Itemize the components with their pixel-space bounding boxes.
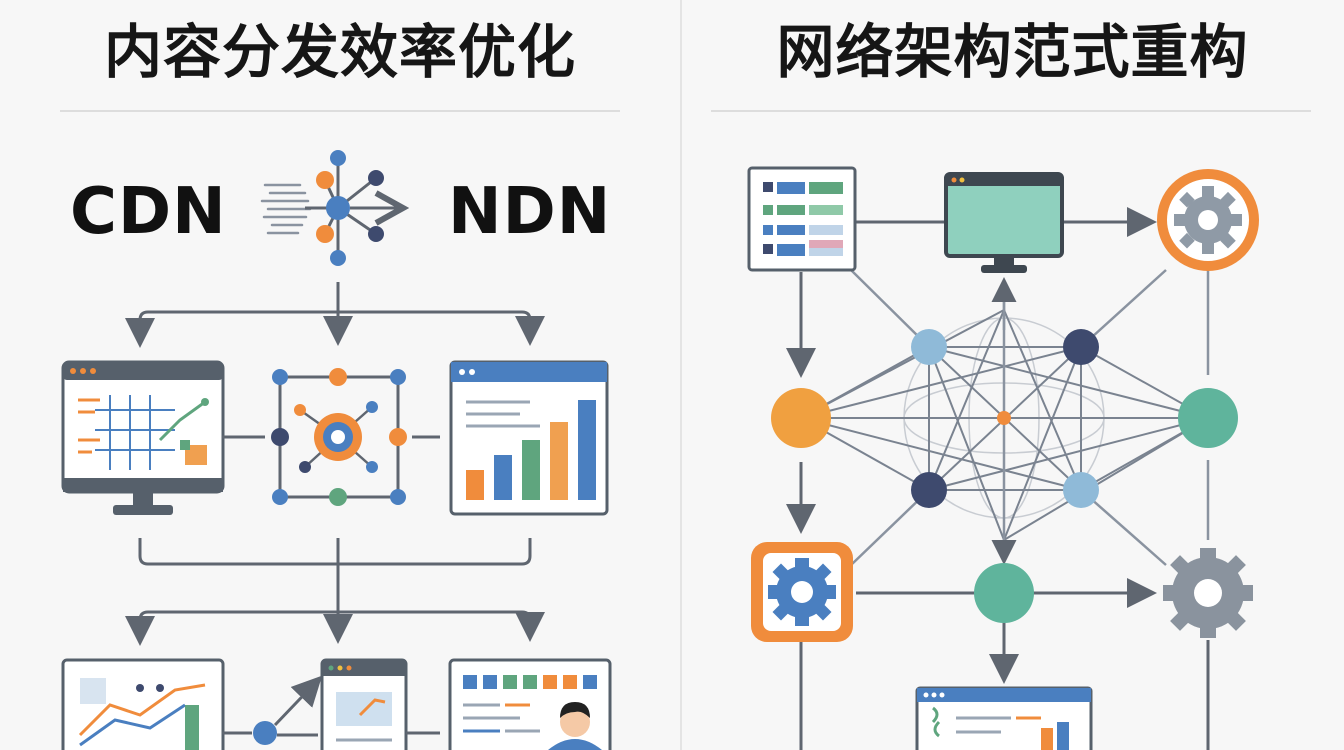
settings-tile-icon	[751, 542, 853, 642]
share-node-window-icon	[222, 658, 440, 750]
right-panel-title: 网络架构范式重构	[776, 18, 1249, 86]
user-dashboard-window-icon	[448, 658, 612, 750]
left-title-rule	[60, 110, 620, 112]
mesh-nodes	[771, 329, 1238, 623]
trend-chart-window-icon	[61, 658, 225, 750]
cdn-label: CDN	[70, 175, 227, 249]
monitor-chart-icon	[61, 360, 225, 515]
right-title-rule	[711, 110, 1311, 112]
user-avatar-icon	[548, 702, 602, 750]
monitor-icon	[944, 172, 1064, 273]
left-diagram	[61, 150, 612, 750]
left-panel-content-distribution: 内容分发效率优化 CDN NDN	[60, 18, 620, 750]
gear-icon	[1163, 548, 1253, 638]
top-branch-arrows	[125, 282, 545, 348]
right-diagram	[747, 166, 1259, 750]
cdn-to-ndn-network-icon	[260, 150, 400, 266]
dashboard-window-icon	[915, 686, 1093, 750]
ndn-label: NDN	[448, 175, 612, 249]
merge-branch-arrows	[125, 538, 545, 646]
spreadsheet-window-icon	[747, 166, 857, 272]
left-panel-title: 内容分发效率优化	[103, 18, 576, 86]
node-network-icon	[222, 368, 440, 506]
right-panel-architecture: 网络架构范式重构	[681, 0, 1344, 750]
gear-ring-icon	[1157, 169, 1259, 271]
outer-links	[850, 269, 1210, 566]
panel-divider	[680, 0, 682, 750]
bar-chart-window-icon	[449, 360, 609, 516]
